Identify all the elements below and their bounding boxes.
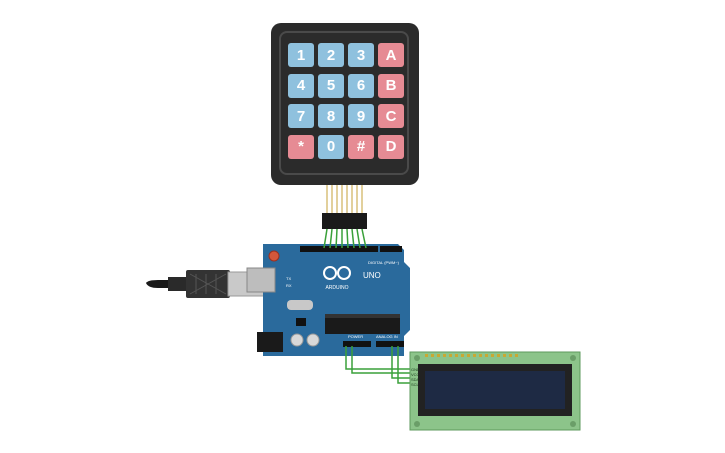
power-jack bbox=[257, 332, 283, 352]
lcd-pin-vcc: VCC bbox=[411, 372, 420, 377]
keypad-key-1[interactable]: 1 bbox=[288, 43, 314, 67]
keypad-key-2[interactable]: 2 bbox=[318, 43, 344, 67]
keypad-key-a[interactable]: A bbox=[378, 43, 404, 67]
keypad-header bbox=[322, 213, 367, 229]
capacitor-2 bbox=[306, 333, 320, 347]
capacitor-1 bbox=[290, 333, 304, 347]
keypad-key-3[interactable]: 3 bbox=[348, 43, 374, 67]
keypad-key-0[interactable]: 0 bbox=[318, 134, 344, 159]
lcd-16x2-module[interactable]: GND VCC SDA SCL bbox=[409, 351, 581, 431]
crystal bbox=[287, 300, 313, 310]
header-digital-a bbox=[300, 246, 378, 252]
lcd-screen bbox=[425, 371, 565, 409]
keypad-key-c[interactable]: C bbox=[378, 104, 404, 128]
lcd-header-pins bbox=[425, 354, 518, 357]
usb-jack bbox=[246, 267, 276, 293]
keypad-key-7[interactable]: 7 bbox=[288, 104, 314, 128]
arduino-uno-board[interactable]: ARDUINO UNO DIGITAL (PWM~) POWER ANALOG … bbox=[246, 244, 410, 356]
digital-label: DIGITAL (PWM~) bbox=[368, 260, 400, 265]
brand-label: ARDUINO bbox=[325, 285, 348, 291]
keypad-key-star[interactable]: * bbox=[288, 134, 314, 159]
lcd-pin-gnd: GND bbox=[411, 367, 420, 372]
header-power bbox=[343, 341, 371, 347]
keypad-key-8[interactable]: 8 bbox=[318, 104, 344, 128]
keypad-key-d[interactable]: D bbox=[378, 134, 404, 159]
reset-button[interactable] bbox=[268, 250, 280, 262]
lcd-pin-scl: SCL bbox=[411, 382, 420, 387]
power-label: POWER bbox=[348, 334, 363, 339]
keypad-ribbon bbox=[322, 185, 367, 229]
keypad-key-hash[interactable]: # bbox=[348, 134, 374, 159]
lcd-wires bbox=[345, 346, 414, 384]
keypad-key-4[interactable]: 4 bbox=[288, 73, 314, 98]
tx-label: TX bbox=[286, 276, 291, 281]
keypad-wires bbox=[323, 228, 367, 249]
keypad-key-b[interactable]: B bbox=[378, 73, 404, 98]
keypad-key-6[interactable]: 6 bbox=[348, 73, 374, 98]
model-label: UNO bbox=[363, 271, 381, 280]
header-analog bbox=[376, 341, 404, 347]
lcd-pin-sda: SDA bbox=[411, 377, 420, 382]
arduino-logo bbox=[323, 266, 351, 280]
header-digital-b bbox=[380, 246, 402, 252]
analog-label: ANALOG IN bbox=[376, 334, 398, 339]
atmega-chip bbox=[325, 318, 400, 334]
rx-label: RX bbox=[286, 283, 292, 288]
keypad-key-9[interactable]: 9 bbox=[348, 104, 374, 128]
keypad-bezel bbox=[279, 31, 409, 175]
keypad-key-5[interactable]: 5 bbox=[318, 73, 344, 98]
